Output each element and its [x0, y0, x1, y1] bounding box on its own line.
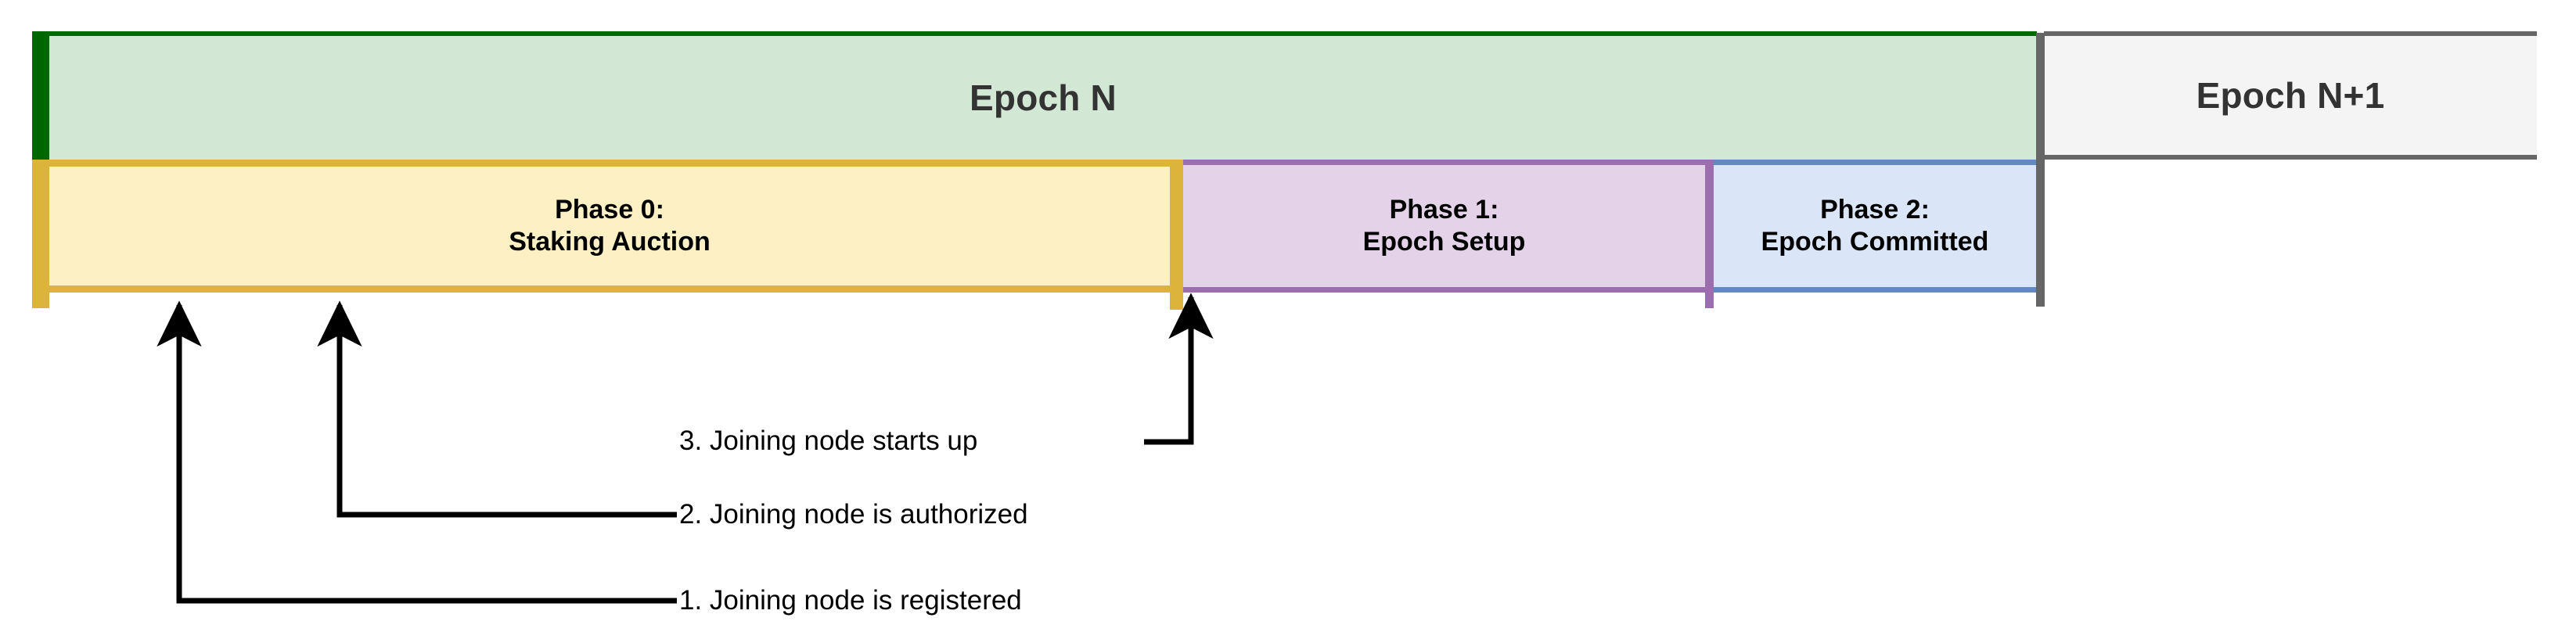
epoch-boundary-divider — [2036, 33, 2045, 307]
epoch-n-plus-1-box: Epoch N+1 — [2044, 31, 2537, 160]
callout-2-connector — [317, 300, 677, 518]
phase-0-subtitle: Staking Auction — [509, 227, 711, 257]
phase-2-title: Phase 2: — [1820, 194, 1930, 224]
phase-2-box: Phase 2: Epoch Committed — [1714, 160, 2036, 293]
epoch-n-label: Epoch N — [970, 77, 1117, 118]
callout-3-connector — [1144, 293, 1214, 445]
epoch-n-box: Epoch N — [32, 31, 2037, 160]
phase-0-end-tick — [1170, 293, 1183, 310]
phase-1-end-tick — [1705, 293, 1714, 308]
callout-3-label: 3. Joining node starts up — [679, 426, 978, 456]
phase-0-title: Phase 0: — [555, 194, 664, 224]
phase-2-subtitle: Epoch Committed — [1761, 227, 1989, 257]
epoch-n-plus-1-label: Epoch N+1 — [2196, 75, 2385, 116]
phase-0-start-tick — [32, 293, 49, 308]
phase-0-box: Phase 0: Staking Auction — [32, 160, 1183, 293]
callout-2-label: 2. Joining node is authorized — [679, 499, 1028, 530]
phase-1-title: Phase 1: — [1389, 194, 1499, 224]
phase-1-box: Phase 1: Epoch Setup — [1183, 160, 1714, 293]
callout-1-label: 1. Joining node is registered — [679, 585, 1022, 616]
phase-1-subtitle: Epoch Setup — [1362, 227, 1526, 257]
callout-1-connector — [157, 300, 677, 604]
